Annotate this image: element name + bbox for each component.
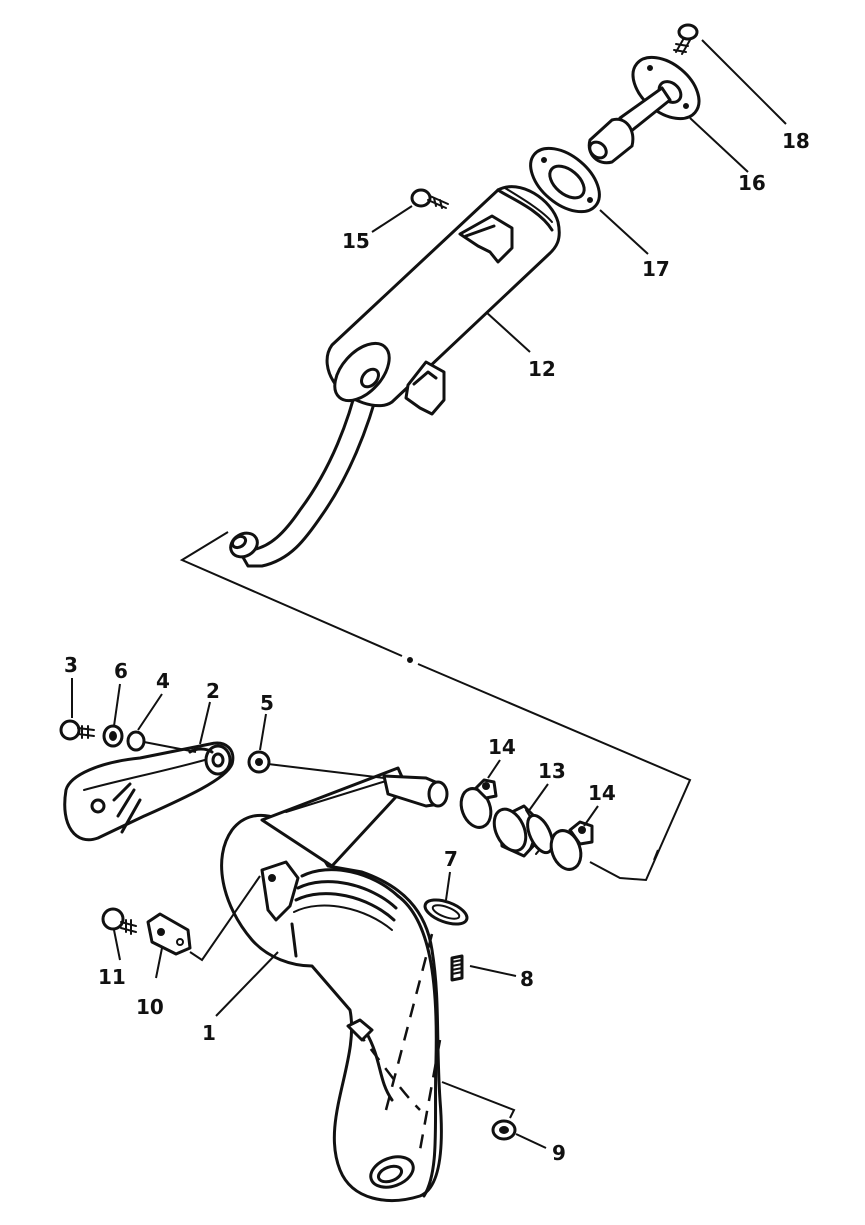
stay-bracket-2 — [63, 741, 235, 842]
joint-13 — [492, 804, 554, 858]
nut-9 — [491, 1119, 517, 1141]
rubber-grommet-5 — [247, 750, 271, 774]
washer-6 — [102, 724, 124, 748]
label-part-6: 6 — [114, 659, 128, 683]
stinger-pipe — [382, 774, 449, 808]
label-part-7: 7 — [444, 847, 458, 871]
clamp-14b — [549, 820, 594, 871]
label-part-13: 13 — [538, 759, 566, 783]
label-part-3: 3 — [64, 653, 78, 677]
label-part-17: 17 — [642, 257, 670, 281]
label-part-1: 1 — [202, 1021, 216, 1045]
assembly-reference-line — [179, 531, 692, 882]
label-part-15: 15 — [342, 229, 370, 253]
label-part-14a: 14 — [488, 735, 516, 759]
spark-arrester-16 — [587, 55, 701, 165]
label-part-5: 5 — [260, 691, 274, 715]
bolt-11 — [101, 907, 137, 935]
label-part-8: 8 — [520, 967, 534, 991]
spring-8 — [450, 954, 464, 982]
collar-4 — [126, 730, 197, 753]
label-part-14b: 14 — [588, 781, 616, 805]
screw-18 — [673, 23, 699, 55]
label-part-9: 9 — [552, 1141, 566, 1165]
label-part-10: 10 — [136, 995, 164, 1019]
bolt-3 — [59, 719, 95, 741]
plate-10 — [146, 912, 192, 956]
gasket-17 — [529, 146, 601, 214]
bolt-15 — [410, 188, 449, 209]
label-part-11: 11 — [98, 965, 126, 989]
part-labels: 18 16 17 15 12 3 6 4 2 5 14 13 14 7 8 11… — [64, 129, 810, 1165]
label-part-4: 4 — [156, 669, 170, 693]
label-part-12: 12 — [528, 357, 556, 381]
expansion-chamber — [220, 766, 449, 1202]
leader-lines — [71, 39, 787, 1149]
label-part-2: 2 — [206, 679, 220, 703]
silencer-body — [325, 185, 561, 416]
label-part-18: 18 — [782, 129, 810, 153]
clamp-14a — [459, 778, 498, 829]
assembly-line-dot — [407, 657, 413, 663]
seal-7 — [423, 898, 469, 926]
label-part-16: 16 — [738, 171, 766, 195]
silencer-assembly — [229, 23, 701, 568]
